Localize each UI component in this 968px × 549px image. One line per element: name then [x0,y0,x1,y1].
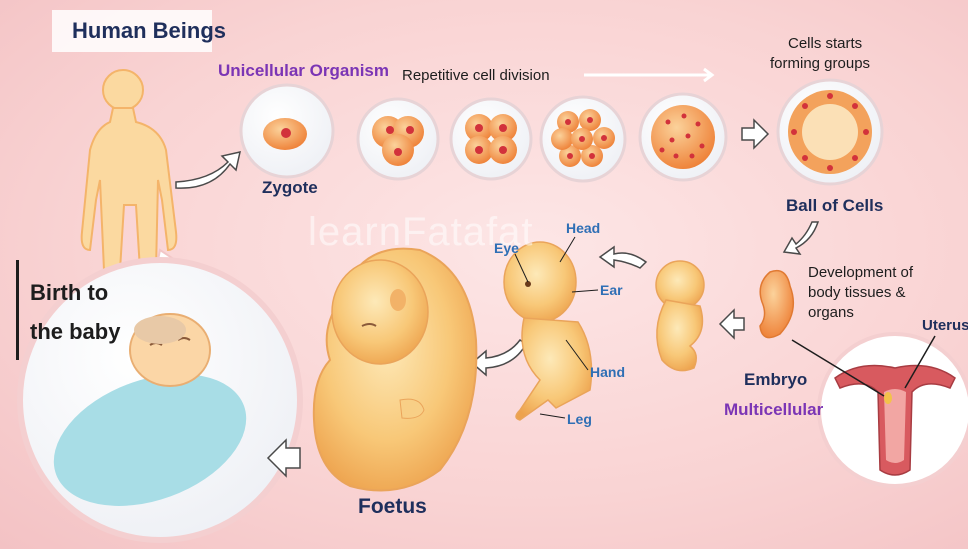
divider-bar [16,260,19,360]
zygote-label: Zygote [262,179,318,196]
ball-of-cells [778,80,882,184]
embryo-figure [760,271,793,338]
foetus-figure [314,249,477,491]
embryo-label: Embryo [744,371,807,388]
foetus-label: Foetus [358,496,427,517]
division-morula [640,94,726,180]
development-label-3: organs [808,305,854,320]
leg-label: Leg [567,412,592,426]
repetitive-arrow [584,69,712,81]
zygote-cell [241,85,333,177]
development-label-2: body tissues & [808,285,906,300]
page-title: Human Beings [72,20,226,42]
division-4cell [451,99,531,179]
division-2cell [358,99,438,179]
cells-group-label-2: forming groups [770,56,870,71]
repetitive-label: Repetitive cell division [402,68,550,83]
early-foetus-figure [656,261,704,371]
watermark: learnFatafat [308,212,533,252]
hand-label: Hand [590,365,625,379]
development-label-1: Development of [808,265,913,280]
head-label: Head [566,221,600,235]
multicellular-label: Multicellular [724,401,823,418]
cells-group-label-1: Cells starts [788,36,862,51]
birth-label-1: Birth to [30,282,108,304]
ear-label: Ear [600,283,623,297]
mid-foetus-figure [504,237,598,420]
ball-of-cells-label: Ball of Cells [786,197,883,214]
human-silhouette [82,70,177,270]
unicellular-label: Unicellular Organism [218,62,389,79]
uterus-label: Uterus [922,318,968,333]
division-8cell [541,97,625,181]
birth-label-2: the baby [30,321,120,343]
